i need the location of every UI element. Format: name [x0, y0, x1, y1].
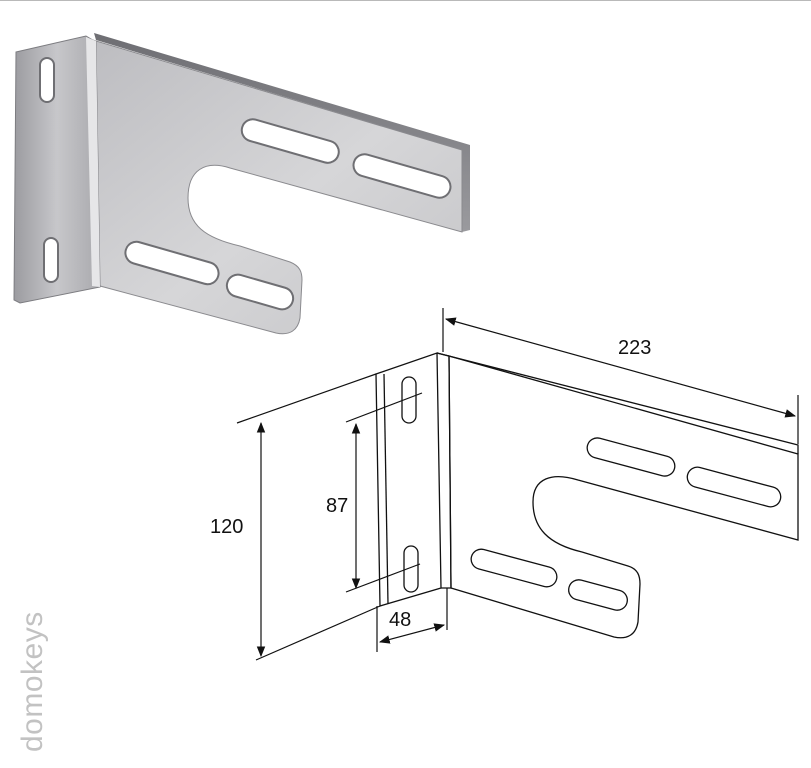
bend-highlight: [86, 37, 100, 287]
drawing-flange-inner: [383, 373, 389, 605]
drawing-slot-4: [568, 579, 628, 611]
plate-slot-4: [225, 273, 295, 311]
bracket-render: [13, 33, 470, 335]
drawing-slot-1: [586, 437, 676, 477]
drawing-slot-3: [470, 548, 558, 588]
drawing-plate: [448, 355, 799, 639]
dimension-lines: [236, 308, 799, 661]
dim-line-48: [378, 623, 446, 644]
dim-label-48: 48: [389, 609, 411, 631]
plate-slot-2: [352, 153, 452, 199]
plate-slot-3: [124, 240, 220, 286]
bracket-drawing: [375, 352, 799, 639]
dim-label-87: 87: [326, 495, 348, 517]
plate-slot-1: [240, 118, 340, 164]
flange-slot-bottom: [43, 237, 59, 283]
top-border: [0, 0, 811, 1]
dim-label-223: 223: [618, 337, 651, 359]
drawing-flange-slot-bottom: [403, 545, 419, 593]
watermark-text: domokeys: [16, 611, 49, 752]
dim-line-223: [444, 317, 797, 418]
dim-label-120: 120: [210, 516, 243, 538]
drawing-slot-2: [686, 466, 782, 508]
flange-slot-top: [39, 57, 55, 103]
